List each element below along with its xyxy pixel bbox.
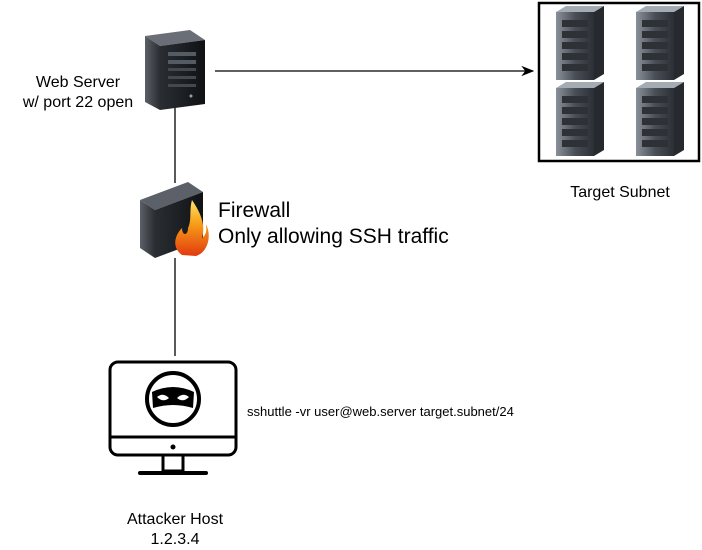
- monitor-ninja-icon: [108, 360, 238, 475]
- target-subnet-label: Target Subnet: [570, 184, 670, 201]
- attacker-host-label-line2: 1.2.3.4: [150, 531, 200, 548]
- server-tower-icon: [145, 30, 205, 110]
- sshuttle-command: sshuttle -vr user@web.server target.subn…: [247, 404, 514, 419]
- server-rack-icon: [556, 6, 684, 156]
- web-server-label-line2: w/ port 22 open: [22, 94, 134, 111]
- firewall-label-line2: Only allowing SSH traffic: [218, 225, 449, 248]
- attacker-host-label-line1: Attacker Host: [126, 511, 224, 528]
- firewall-label: Firewall Only allowing SSH traffic: [218, 198, 449, 250]
- firewall-icon: [140, 182, 209, 258]
- web-server-label: Web Server w/ port 22 open: [8, 73, 148, 113]
- web-server-label-line1: Web Server: [35, 74, 121, 91]
- firewall-label-line1: Firewall: [218, 199, 291, 222]
- attacker-host-label: Attacker Host 1.2.3.4: [104, 510, 246, 550]
